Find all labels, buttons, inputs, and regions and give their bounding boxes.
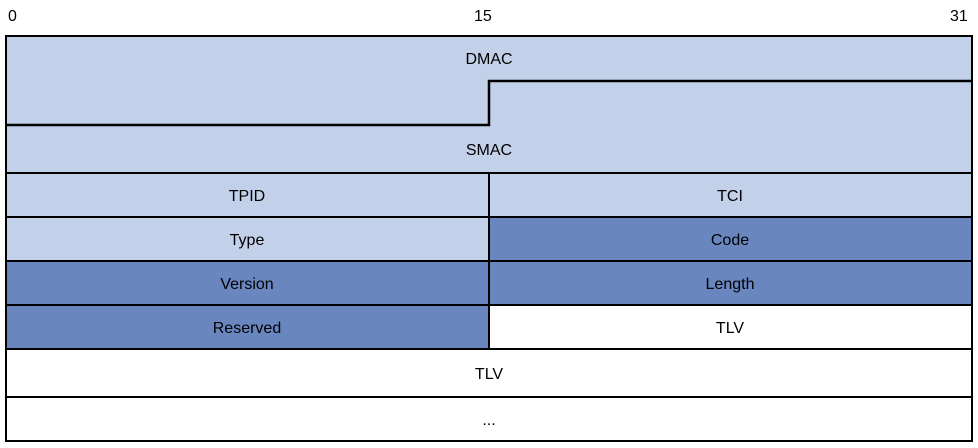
tlv-right-cell xyxy=(489,305,972,349)
tci-cell xyxy=(489,173,972,217)
outer-border xyxy=(5,35,973,442)
field-tpid: TPID xyxy=(229,188,265,205)
field-code: Code xyxy=(711,232,749,249)
field-tci: TCI xyxy=(717,188,743,205)
field-dmac: DMAC xyxy=(465,51,512,68)
tpid-cell xyxy=(6,173,489,217)
ellipsis-cell xyxy=(6,397,972,441)
field-tlv-full: TLV xyxy=(475,366,503,383)
field-length: Length xyxy=(706,276,755,293)
version-cell xyxy=(6,261,489,305)
field-version: Version xyxy=(220,276,273,293)
dmac-smac-divider xyxy=(6,79,972,127)
bit-tick-0: 0 xyxy=(8,8,17,25)
field-ellipsis: ... xyxy=(482,412,495,429)
type-cell xyxy=(6,217,489,261)
field-smac: SMAC xyxy=(466,142,512,159)
bit-tick-31: 31 xyxy=(950,8,968,25)
code-cell xyxy=(489,217,972,261)
reserved-cell xyxy=(6,305,489,349)
field-reserved: Reserved xyxy=(213,320,281,337)
tlv-full-cell xyxy=(6,349,972,397)
field-type: Type xyxy=(230,232,265,249)
bit-tick-15: 15 xyxy=(474,8,492,25)
length-cell xyxy=(489,261,972,305)
field-tlv-right: TLV xyxy=(716,320,744,337)
